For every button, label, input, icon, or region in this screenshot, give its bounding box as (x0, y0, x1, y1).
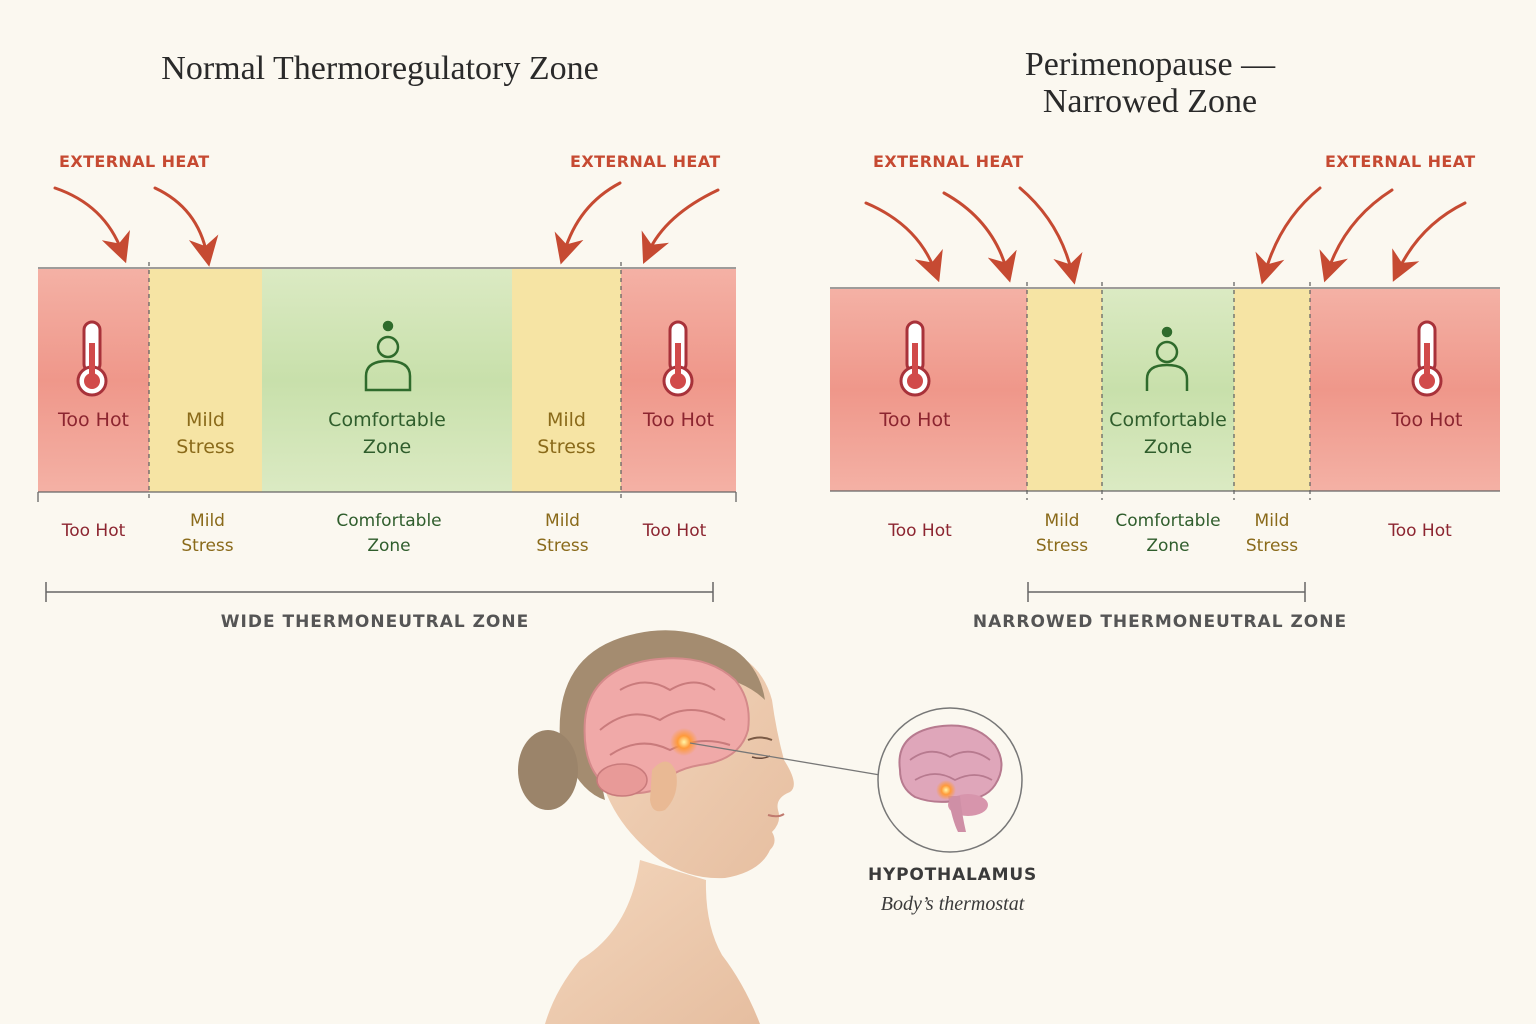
heat-arrow (1255, 186, 1322, 285)
external-heat-label-left-panel-right: EXTERNAL HEAT (570, 152, 721, 171)
right-zone-too-hot-2 (1310, 289, 1500, 491)
right-title-line1: Perimenopause — (1024, 46, 1276, 83)
left-outer-label-mild-1: Mild Stress (149, 509, 266, 559)
hypothalamus-caption: Body’s thermostat (880, 893, 1025, 915)
external-heat-label-right-panel-left: EXTERNAL HEAT (873, 152, 1024, 171)
heat-arrow (1319, 188, 1394, 283)
right-panel-title: Perimenopause — Narrowed Zone (900, 46, 1400, 120)
hypothalamus-magnifier (877, 707, 1023, 853)
right-zone-mild-1 (1027, 289, 1102, 491)
left-inner-label-too-hot-2: Too Hot (642, 409, 715, 431)
left-zone-mild-1 (149, 269, 262, 492)
left-inner-comfortable-line2: Zone (362, 436, 412, 458)
right-outer-mild-1-line2: Stress (1035, 536, 1089, 556)
heat-arrow (153, 186, 219, 267)
right-inner-comfortable-line2: Zone (1143, 436, 1193, 458)
heat-arrow (641, 188, 720, 264)
left-outer-label-mild-2: Mild Stress (508, 509, 617, 559)
left-inner-label-comfortable: Comfortable Zone (262, 407, 512, 461)
external-heat-label-right: EXTERNAL HEAT (1325, 152, 1476, 171)
left-inner-mild-1-line1: Mild (185, 409, 225, 431)
heat-arrow (1018, 186, 1083, 285)
left-inner-mild-1-line2: Stress (176, 436, 235, 458)
left-inner-mild-2-line1: Mild (546, 409, 586, 431)
left-inner-comfortable-line1: Comfortable (328, 409, 446, 431)
left-outer-mild-2-line1: Mild (545, 511, 580, 531)
right-zone-too-hot-1 (830, 289, 1027, 491)
woman-profile-illustration (518, 630, 794, 1024)
left-outer-mild-2-line2: Stress (536, 536, 589, 556)
narrowed-thermoneutral-zone-label: NARROWED THERMONEUTRAL ZONE (972, 612, 1348, 632)
right-outer-comfortable-line2: Zone (1146, 536, 1190, 556)
hypothalamus-label: HYPOTHALAMUS (868, 865, 1037, 885)
left-outer-mild-1-line1: Mild (190, 511, 225, 531)
left-outer-label-comfortable: Comfortable Zone (264, 509, 514, 559)
right-inner-comfortable-line1: Comfortable (1109, 409, 1227, 431)
heat-arrow (53, 186, 130, 264)
left-outer-label-too-hot-1: Too Hot (61, 521, 126, 541)
wide-thermoneutral-zone-label: WIDE THERMONEUTRAL ZONE (220, 612, 530, 632)
left-outer-label-too-hot-2: Too Hot (642, 521, 707, 541)
right-outer-label-mild-2: Mild Stress (1237, 509, 1307, 559)
left-zone-too-hot-1 (38, 269, 149, 492)
right-outer-label-too-hot-1: Too Hot (888, 521, 952, 541)
left-inner-label-too-hot-1: Too Hot (57, 409, 130, 431)
right-outer-mild-1-line1: Mild (1044, 511, 1080, 531)
left-inner-mild-2-line2: Stress (537, 436, 596, 458)
right-outer-mild-2-line1: Mild (1254, 511, 1290, 531)
right-outer-label-too-hot-2: Too Hot (1388, 521, 1452, 541)
right-inner-label-too-hot-2: Too Hot (1391, 409, 1463, 431)
right-title-line2: Narrowed Zone (1042, 83, 1258, 120)
external-heat-label-left: EXTERNAL HEAT (59, 152, 210, 171)
left-outer-comfortable-line1: Comfortable (336, 511, 442, 531)
right-inner-label-too-hot-1: Too Hot (879, 409, 951, 431)
left-inner-label-mild-1: Mild Stress (149, 407, 262, 461)
left-inner-label-mild-2: Mild Stress (512, 407, 621, 461)
heat-arrow (554, 181, 622, 265)
left-panel-title: Normal Thermoregulatory Zone (161, 50, 599, 87)
left-outer-mild-1-line2: Stress (181, 536, 234, 556)
right-outer-comfortable-line1: Comfortable (1115, 511, 1221, 531)
right-outer-label-comfortable: Comfortable Zone (1102, 509, 1234, 559)
right-outer-label-mild-1: Mild Stress (1027, 509, 1097, 559)
left-zone-mild-2 (512, 269, 621, 492)
hypothalamus-connector-line (689, 742, 881, 776)
right-zone-mild-2 (1234, 289, 1310, 491)
left-outer-comfortable-line2: Zone (367, 536, 411, 556)
heat-arrow (864, 201, 943, 283)
narrowed-range-bracket (1027, 582, 1306, 602)
heat-arrow (1392, 201, 1467, 282)
right-inner-label-comfortable: Comfortable Zone (1102, 407, 1234, 461)
wide-range-bracket (45, 582, 714, 602)
heat-arrow (942, 191, 1017, 283)
right-outer-mild-2-line2: Stress (1245, 536, 1299, 556)
left-zone-too-hot-2 (621, 269, 736, 492)
